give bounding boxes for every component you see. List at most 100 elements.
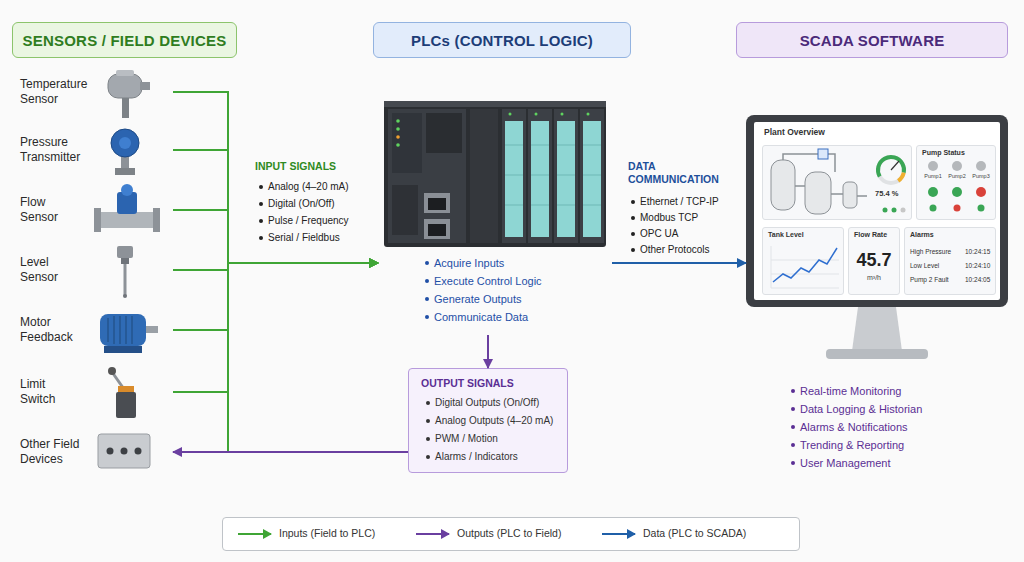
graphic-svg: [92, 302, 172, 358]
field-device: Motor Feedback: [20, 302, 173, 358]
node-text: Execute Control Logic: [424, 275, 542, 287]
section-header: PLCs (CONTROL LOGIC): [373, 22, 631, 58]
node-label: Limit Switch: [20, 377, 81, 407]
signal-arrow: [173, 210, 378, 263]
signal-arrow: [173, 263, 378, 330]
graphic-circle: [107, 448, 114, 455]
process-panel: 75.4 %: [762, 145, 912, 220]
node-text: m³/h: [852, 274, 896, 281]
graphic-circle: [587, 113, 590, 116]
graphic-circle: [135, 448, 142, 455]
graphic-svg: [92, 122, 172, 178]
node-text: Digital Outputs (On/Off): [425, 397, 539, 408]
graphic-path: [583, 145, 601, 205]
node-text: High Pressure: [910, 248, 951, 255]
graphic-rect: [121, 258, 129, 264]
field-device: Temperature Sensor: [20, 64, 173, 120]
node-label: SCADA SOFTWARE: [800, 32, 945, 49]
graphic-circle: [952, 161, 962, 171]
graphic-rect: [121, 156, 129, 170]
graphic-line: [891, 161, 899, 170]
graphic-circle: [873, 152, 909, 188]
legend-label: Data (PLC to SCADA): [643, 527, 746, 539]
legend-label: Outputs (PLC to Field): [457, 527, 561, 539]
field-device: Limit Switch: [20, 364, 173, 420]
node-text: PWM / Motion: [425, 433, 498, 444]
node-text: Low Level: [910, 262, 939, 269]
graphic-circle: [119, 137, 131, 149]
node-label: Temperature Sensor: [20, 77, 81, 107]
graphic-circle: [396, 143, 400, 147]
node-label: Other Field Devices: [20, 437, 81, 467]
graphic-rect: [115, 168, 135, 175]
node-label: Alarms: [910, 231, 934, 238]
graphic-path: [505, 145, 523, 205]
graphic-rect: [384, 101, 606, 107]
graphic-rect: [392, 185, 418, 235]
graphic-circle: [976, 187, 986, 197]
legend-sample: [601, 528, 637, 540]
graphic-path: [557, 145, 575, 205]
field-device: Level Sensor: [20, 242, 173, 298]
graphic-rect: [580, 109, 604, 243]
signal-type: Analog (4–20 mA): [258, 181, 349, 192]
graphic-svg: [92, 182, 172, 238]
graphic-rect: [771, 160, 795, 210]
node-label: OUTPUT SIGNALS: [421, 377, 514, 389]
graphic-rect: [384, 101, 606, 247]
graphic-circle: [561, 113, 564, 116]
graphic-svg: [92, 424, 172, 480]
graphic-svg: [378, 95, 612, 250]
legend-label: Inputs (Field to PLC): [279, 527, 375, 539]
graphic-svg: [763, 228, 845, 296]
graphic-circle: [952, 187, 962, 197]
graphic-polyline: [773, 248, 837, 282]
graphic-rect: [754, 122, 1000, 300]
graphic-svg: [92, 364, 172, 420]
graphic-circle: [892, 208, 897, 213]
graphic-rect: [505, 121, 523, 237]
signal-arrow: [173, 451, 408, 453]
graphic-rect: [100, 314, 146, 346]
node-label: Plant Overview: [764, 127, 825, 137]
node-label: Acquire Inputs: [424, 257, 504, 269]
graphic-path: [531, 145, 549, 205]
output-signals-box: OUTPUT SIGNALSDigital Outputs (On/Off)An…: [408, 368, 568, 473]
node-text: 10:24:05: [965, 276, 990, 283]
node-label: Flow Rate: [854, 231, 887, 238]
signal-group-heading: INPUT SIGNALS: [255, 160, 375, 173]
signal-type: Other Protocols: [630, 244, 709, 255]
graphic-circle: [396, 127, 400, 131]
node-text: User Management: [790, 457, 891, 469]
graphic-circle: [396, 119, 400, 123]
signal-type: Digital (On/Off): [258, 198, 335, 209]
graphic-rect: [140, 82, 150, 90]
graphic-circle: [928, 161, 938, 171]
graphic-circle: [883, 208, 888, 213]
graphic-rect: [528, 109, 552, 243]
signal-type: Serial / Fieldbus: [258, 232, 340, 243]
flow-rate-panel: Flow Rate45.7m³/h: [848, 227, 900, 295]
graphic-rect: [153, 208, 160, 232]
signal-type: OPC UA: [630, 228, 678, 239]
graphic-circle: [108, 367, 116, 375]
node-text: Data Logging & Historian: [790, 403, 922, 415]
graphic-rect: [108, 74, 142, 98]
graphic-circle: [121, 184, 133, 196]
graphic-rect: [426, 113, 462, 153]
graphic-rect: [424, 193, 450, 213]
scada-monitor: Plant OverviewReal-time MonitoringData L…: [746, 115, 1008, 475]
signal-group-heading: DATA COMMUNICATION: [628, 160, 733, 186]
node-label: 75.4 %: [875, 189, 898, 198]
graphic-rect: [98, 434, 150, 468]
node-text: 10:24:10: [965, 262, 990, 269]
graphic-rect: [388, 109, 466, 243]
node-text: Alarms / Indicators: [425, 451, 518, 462]
node-label: Motor Feedback: [20, 315, 81, 345]
graphic-svg: [917, 146, 997, 221]
graphic-rect: [116, 70, 134, 76]
graphic-path: [771, 246, 839, 288]
graphic-rect: [122, 96, 129, 118]
plc-rack: Acquire InputsExecute Control LogicGener…: [378, 95, 612, 335]
